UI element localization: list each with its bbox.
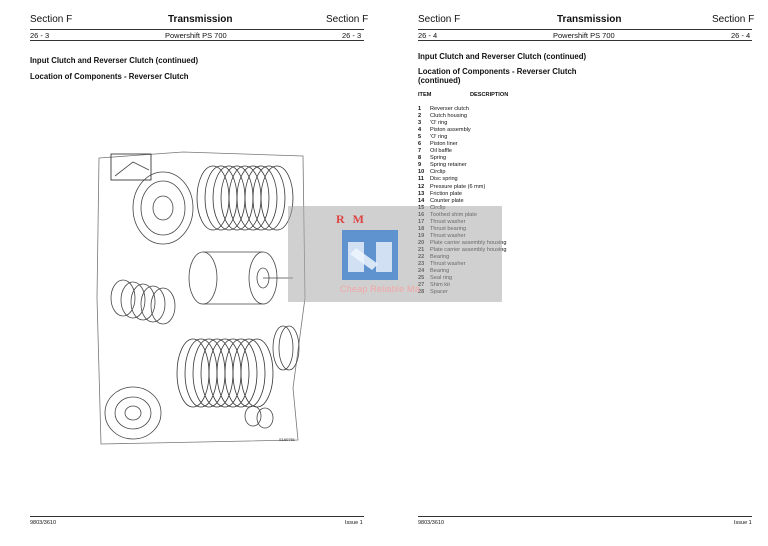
legend-item-description: Counter plate — [430, 197, 464, 204]
right-subheading-line1: Location of Components - Reverser Clutch — [418, 67, 577, 76]
right-page-number-right: 26 - 4 — [731, 31, 751, 40]
left-subheading: Location of Components - Reverser Clutch — [30, 72, 189, 81]
column-header-item: ITEM — [418, 92, 432, 98]
right-section-label-right: Section F — [712, 14, 755, 25]
legend-row: 2 Clutch housing — [418, 113, 506, 120]
left-page-number: 26 - 3 — [30, 31, 50, 40]
right-subheader-rule — [418, 40, 752, 41]
legend-item-description: Circlip — [430, 169, 446, 176]
legend-item-number: 2 — [418, 113, 422, 120]
legend-item-description: Pressure plate (6 mm) — [430, 183, 486, 190]
legend-row: 3 'O' ring — [418, 120, 506, 127]
left-page-number-right: 26 - 3 — [342, 31, 362, 40]
right-subtitle: Powershift PS 700 — [553, 31, 615, 40]
legend-item-description: Piston liner — [430, 141, 458, 148]
left-subheader-rule — [30, 40, 364, 41]
left-footer-code: 9803/3610 — [30, 520, 56, 526]
legend-item-number: 13 — [418, 190, 425, 197]
legend-row: 1 Reverser clutch — [418, 106, 506, 113]
left-footer-issue: Issue 1 — [345, 520, 363, 526]
right-header-rule — [418, 29, 752, 30]
watermark-text: Cheap Reliable Ma — [340, 284, 420, 294]
legend-item-description: Oil baffle — [430, 148, 452, 155]
legend-item-description: Spring — [430, 155, 447, 162]
legend-item-description: 'O' ring — [430, 120, 448, 127]
legend-row: 9 Spring retainer — [418, 162, 506, 169]
legend-item-number: 1 — [418, 106, 422, 112]
legend-row: 5 'O' ring — [418, 134, 506, 141]
legend-item-number: 5 — [418, 134, 422, 141]
legend-item-description: Piston assembly — [430, 127, 471, 134]
legend-item-number: 14 — [418, 197, 425, 204]
left-page-title: Transmission — [168, 14, 233, 25]
legend-row: 14 Counter plate — [418, 198, 506, 205]
left-subtitle: Powershift PS 700 — [165, 31, 227, 40]
legend-row: 11 Disc spring — [418, 176, 506, 183]
right-footer-code: 9803/3610 — [418, 520, 444, 526]
watermark-logo — [342, 230, 398, 280]
left-header-rule — [30, 29, 364, 30]
legend-item-description: Spring retainer — [430, 162, 467, 169]
legend-row: 12 Pressure plate (6 mm) — [418, 184, 506, 191]
legend-item-description: 'O' ring — [430, 134, 448, 141]
left-heading: Input Clutch and Reverser Clutch (contin… — [30, 56, 199, 65]
left-section-label-right: Section F — [326, 14, 369, 25]
legend-row: 4 Piston assembly — [418, 127, 506, 134]
right-heading: Input Clutch and Reverser Clutch (contin… — [418, 52, 587, 61]
legend-item-number: 3 — [418, 120, 422, 127]
legend-item-description: Reverser clutch — [430, 106, 469, 112]
legend-item-number: 4 — [418, 127, 422, 134]
right-section-label: Section F — [418, 14, 461, 25]
legend-row: 6 Piston liner — [418, 141, 506, 148]
reverser-clutch-exploded-diagram: S160751 — [96, 151, 306, 445]
legend-item-number: 12 — [418, 183, 425, 190]
figure-reference: S160751 — [279, 437, 296, 442]
legend-item-number: 6 — [418, 141, 422, 148]
right-footer-rule — [418, 516, 752, 517]
legend-item-number: 11 — [418, 176, 424, 183]
legend-row: 10 Circlip — [418, 169, 506, 176]
legend-row: 13 Friction plate — [418, 191, 506, 198]
legend-item-number: 10 — [418, 169, 425, 176]
legend-item-description: Clutch housing — [430, 113, 468, 120]
right-footer-issue: Issue 1 — [734, 520, 752, 526]
legend-row: 8 Spring — [418, 155, 506, 162]
column-header-description: DESCRIPTION — [470, 92, 509, 98]
legend-item-description: Disc spring — [430, 176, 458, 183]
left-section-label: Section F — [30, 14, 73, 25]
legend-row: 7 Oil baffle — [418, 148, 506, 155]
legend-item-number: 8 — [418, 155, 422, 162]
right-page-number: 26 - 4 — [418, 31, 438, 40]
right-subheading-line2: (continued) — [418, 76, 461, 85]
left-footer-rule — [30, 516, 364, 517]
right-page-title: Transmission — [557, 14, 622, 25]
watermark-letters: RM — [336, 212, 372, 226]
legend-item-number: 7 — [418, 148, 422, 155]
legend-item-number: 9 — [418, 162, 422, 169]
legend-item-description: Friction plate — [430, 190, 463, 197]
